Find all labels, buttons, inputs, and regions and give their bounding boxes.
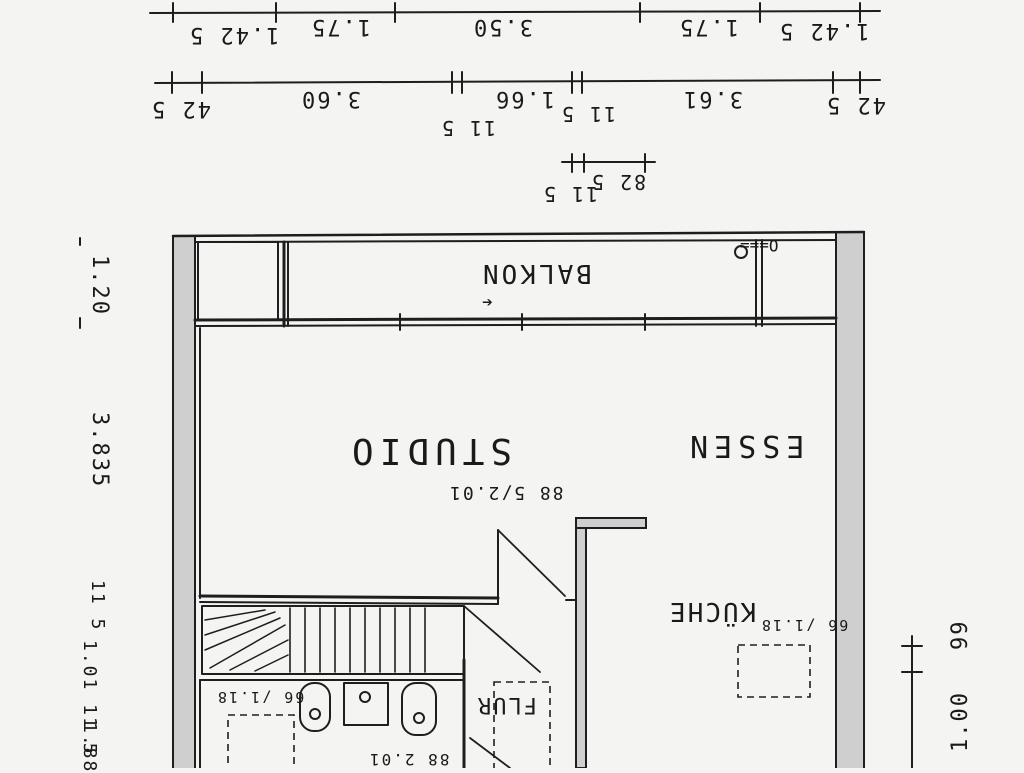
dim-small-3: 82 5 bbox=[590, 170, 647, 194]
studio-door-note: 88 5/2.01 bbox=[448, 482, 564, 503]
dim-right-2: 1.00 bbox=[948, 691, 973, 752]
bath-window-note: 66 /1.18 bbox=[216, 688, 305, 706]
dim-left-3: 11 5 bbox=[87, 580, 108, 632]
room-label-studio: STUDIO bbox=[346, 430, 513, 471]
balkon-item-label: O=== bbox=[740, 236, 779, 255]
dim-small-4: 11 5 bbox=[542, 182, 599, 206]
balcony bbox=[193, 239, 838, 331]
dim-second-2: 3.61 bbox=[682, 86, 743, 111]
second-dimension-line bbox=[154, 71, 881, 94]
dim-second-5: 42 5 bbox=[150, 96, 211, 121]
dim-small-1: 11 5 bbox=[560, 102, 617, 126]
dim-second-3: 1.66 bbox=[494, 86, 555, 111]
dim-small-2: 11 5 bbox=[440, 116, 497, 140]
dim-left-5: 1.88 bbox=[79, 722, 100, 773]
studio-walls bbox=[198, 327, 566, 605]
flur-dashed-box bbox=[493, 681, 551, 768]
balkon-arrow-icon: ➔ bbox=[482, 292, 495, 313]
dim-top-5: 1.42 5 bbox=[188, 22, 280, 47]
dim-left-1: 1.20 bbox=[87, 255, 112, 316]
room-label-essen: ESSEN bbox=[684, 428, 805, 463]
kitchen-table bbox=[737, 644, 811, 698]
dim-top-3: 3.50 bbox=[472, 14, 533, 39]
right-dimension-line bbox=[901, 635, 923, 768]
dim-top-2: 1.75 bbox=[678, 14, 739, 39]
small-dimension-line bbox=[561, 153, 656, 173]
room-label-kuche: KÜCHE bbox=[668, 596, 757, 626]
staircase bbox=[201, 605, 541, 675]
kitchen-partition bbox=[565, 517, 647, 768]
dim-top-4: 1.75 bbox=[310, 14, 371, 39]
room-label-flur: FLUR bbox=[476, 692, 537, 717]
dim-second-4: 3.60 bbox=[300, 86, 361, 111]
balcony-drain-icon bbox=[734, 245, 748, 259]
kitchen-window-note: 66 /1.18 bbox=[760, 616, 849, 634]
lower-door-note: 88 2.01 bbox=[368, 750, 450, 769]
room-label-balkon: BALKON bbox=[480, 258, 592, 288]
top-dimension-line bbox=[149, 2, 881, 23]
dim-left-2: 3.835 bbox=[87, 412, 112, 489]
outer-walls bbox=[171, 230, 866, 768]
dim-top-1: 1.42 5 bbox=[778, 18, 870, 43]
dim-second-1: 42 5 bbox=[825, 92, 886, 117]
dim-right-1: 99 bbox=[948, 619, 973, 651]
bathroom bbox=[199, 658, 511, 768]
